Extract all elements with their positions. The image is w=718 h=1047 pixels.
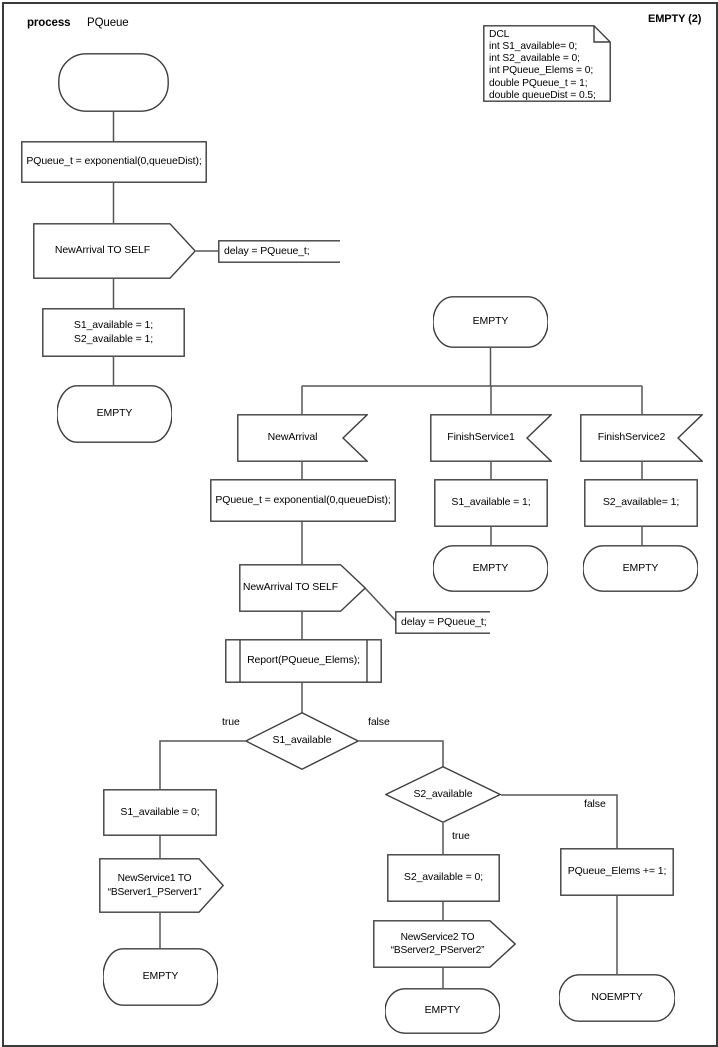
task-label: S1_available = 0;	[120, 805, 200, 818]
task-label: PQueue_t = exponential(0,queueDist);	[215, 493, 391, 506]
diamond-shape	[385, 766, 501, 823]
task-init-availability[interactable]: S1_available = 1; S2_available = 1;	[42, 308, 185, 357]
state-label: NOEMPTY	[591, 991, 643, 1004]
input-label: NewArrival	[267, 431, 318, 444]
task-s2-available[interactable]: S2_available= 1;	[584, 479, 698, 527]
state-noempty[interactable]: NOEMPTY	[559, 974, 675, 1022]
decision1-true-label: true	[222, 716, 240, 728]
rect-shape	[103, 789, 217, 836]
output-newservice2[interactable]: NewService2 TO “BServer2_PServer2”	[373, 920, 516, 968]
task-s1-available[interactable]: S1_available = 1;	[434, 479, 548, 527]
comment-shape	[395, 611, 490, 634]
comment-shape	[218, 240, 340, 263]
task-increment-queue[interactable]: PQueue_Elems += 1;	[560, 848, 674, 896]
comment-link	[364, 587, 397, 622]
task-label: S2_available= 1;	[602, 496, 680, 509]
output-newarrival-self-main[interactable]: NewArrival TO SELF	[239, 564, 366, 612]
page-label: EMPTY (2)	[648, 13, 702, 25]
rect-shape	[584, 479, 698, 527]
input-finishservice1[interactable]: FinishService1	[430, 414, 552, 462]
input-label: FinishService1	[447, 431, 515, 444]
output-shape	[33, 223, 196, 279]
state-shape	[559, 974, 675, 1022]
comment-delay-start[interactable]: delay = PQueue_t;	[218, 240, 340, 263]
task-set-timer-main[interactable]: PQueue_t = exponential(0,queueDist);	[210, 479, 396, 522]
state-empty-start[interactable]: EMPTY	[57, 385, 172, 443]
rect-shape	[434, 479, 548, 527]
input-newarrival[interactable]: NewArrival	[237, 414, 368, 462]
false-branch-line	[501, 794, 618, 848]
rect-shape	[42, 308, 185, 357]
task-s2-unavailable[interactable]: S2_available = 0;	[387, 854, 500, 902]
task-label: PQueue_t = exponential(0,queueDist);	[26, 155, 202, 168]
decision2-true-label: true	[452, 830, 470, 842]
state-label: EMPTY	[472, 315, 509, 328]
rect-shape	[21, 141, 207, 183]
input-shape	[430, 414, 552, 462]
procedure-call-report[interactable]: Report(PQueue_Elems);	[225, 639, 382, 683]
note-shape	[483, 25, 611, 102]
procedure-shape	[225, 639, 382, 683]
decision-s2-available[interactable]: S2_available	[385, 766, 501, 823]
dcl-text: DCL int S1_available= 0; int S2_availabl…	[489, 29, 596, 101]
decision-label: S1_available	[272, 734, 332, 747]
false-branch-line	[359, 740, 444, 767]
state-empty-s1[interactable]: EMPTY	[103, 948, 218, 1006]
task-s1-unavailable[interactable]: S1_available = 0;	[103, 789, 217, 836]
rect-shape	[387, 854, 500, 902]
output-shape	[99, 858, 224, 913]
state-shape	[583, 545, 698, 592]
output-newservice1[interactable]: NewService1 TO “BServer1_PServer1”	[99, 858, 224, 913]
rect-shape	[210, 479, 396, 522]
input-shape	[580, 414, 703, 462]
state-label: EMPTY	[142, 970, 179, 983]
task-label: S1_available = 1;	[451, 496, 531, 509]
state-empty-s2[interactable]: EMPTY	[385, 988, 500, 1034]
output-label: NewService1 TO “BServer1_PServer1”	[107, 873, 202, 898]
comment-label: delay = PQueue_t;	[224, 244, 310, 257]
input-finishservice2[interactable]: FinishService2	[580, 414, 703, 462]
state-shape	[433, 296, 548, 348]
diamond-shape	[245, 712, 359, 770]
output-shape	[239, 564, 366, 612]
state-shape	[103, 948, 218, 1006]
dcl-declaration-note[interactable]: DCL int S1_available= 0; int S2_availabl…	[483, 25, 611, 102]
task-label: S2_available = 0;	[403, 871, 484, 884]
task-label: PQueue_Elems += 1;	[567, 865, 667, 878]
decision1-false-label: false	[368, 716, 390, 728]
state-empty-finish1[interactable]: EMPTY	[433, 545, 548, 592]
input-label: FinishService2	[597, 431, 666, 444]
state-shape	[57, 385, 172, 443]
input-shape	[237, 414, 368, 462]
task-set-timer-start[interactable]: PQueue_t = exponential(0,queueDist);	[21, 141, 207, 183]
stadium-shape	[58, 53, 169, 112]
state-empty-main[interactable]: EMPTY	[433, 296, 548, 348]
decision-label: S2_available	[413, 787, 473, 800]
process-name: PQueue	[87, 17, 129, 29]
state-label: EMPTY	[622, 561, 659, 574]
rect-shape	[560, 848, 674, 896]
state-shape	[433, 545, 548, 592]
state-label: EMPTY	[424, 1004, 461, 1017]
decision-s1-available[interactable]: S1_available	[245, 712, 359, 770]
output-shape	[373, 920, 516, 968]
decision2-false-label: false	[584, 798, 606, 810]
task-label: S1_available = 1; S2_available = 1;	[73, 318, 154, 345]
comment-delay-main[interactable]: delay = PQueue_t;	[395, 611, 490, 634]
state-label: EMPTY	[472, 561, 509, 574]
output-label: NewArrival TO SELF	[242, 581, 339, 594]
output-newarrival-self-start[interactable]: NewArrival TO SELF	[33, 223, 196, 279]
comment-label: delay = PQueue_t;	[401, 615, 487, 628]
state-label: EMPTY	[96, 407, 133, 420]
start-symbol[interactable]	[58, 53, 169, 112]
diagram-kind-label: process	[27, 17, 71, 29]
state-shape	[385, 988, 500, 1034]
procedure-label: Report(PQueue_Elems);	[247, 654, 360, 667]
output-label: NewService2 TO “BServer2_PServer2”	[390, 931, 485, 956]
state-empty-finish2[interactable]: EMPTY	[583, 545, 698, 592]
true-branch-line	[159, 740, 245, 789]
output-label: NewArrival TO SELF	[54, 244, 151, 257]
